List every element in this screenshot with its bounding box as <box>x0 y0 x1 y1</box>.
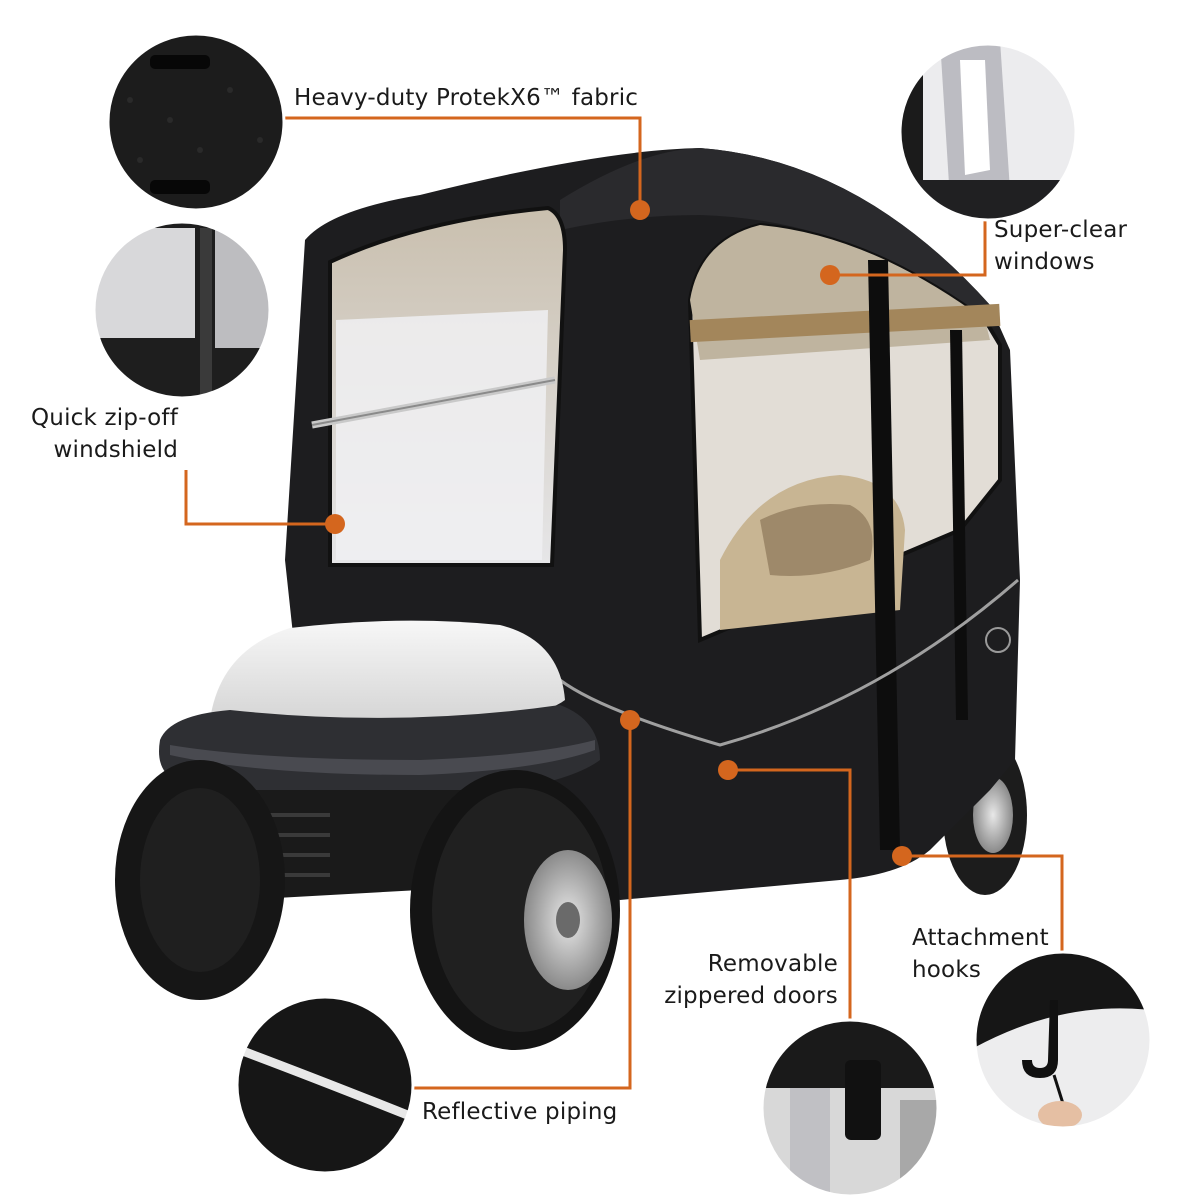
piping-label: Reflective piping <box>422 1099 618 1125</box>
fabric-detail-icon <box>106 32 286 212</box>
hook-detail-icon <box>973 950 1153 1130</box>
window-detail-icon <box>898 42 1078 222</box>
reflective-piping <box>559 578 1019 747</box>
fabric-label: Heavy-duty ProtekX6™ fabric <box>294 85 639 111</box>
golf-cart <box>115 148 1027 1050</box>
cart-hood <box>210 620 565 731</box>
callout-lines <box>184 116 1064 1090</box>
windows-label: Super-clear windows <box>994 217 1128 275</box>
piping-detail-icon <box>235 995 415 1175</box>
brand-logo-icon <box>985 627 1011 653</box>
windshield-detail-icon <box>92 220 272 400</box>
hooks-label: Attachment hooks <box>912 925 1049 983</box>
doors-label: Removable zippered doors <box>664 951 838 1009</box>
zipper-detail-icon <box>760 1018 940 1198</box>
windshield-label: Quick zip-off windshield <box>30 405 178 463</box>
callout-dots <box>325 200 912 866</box>
